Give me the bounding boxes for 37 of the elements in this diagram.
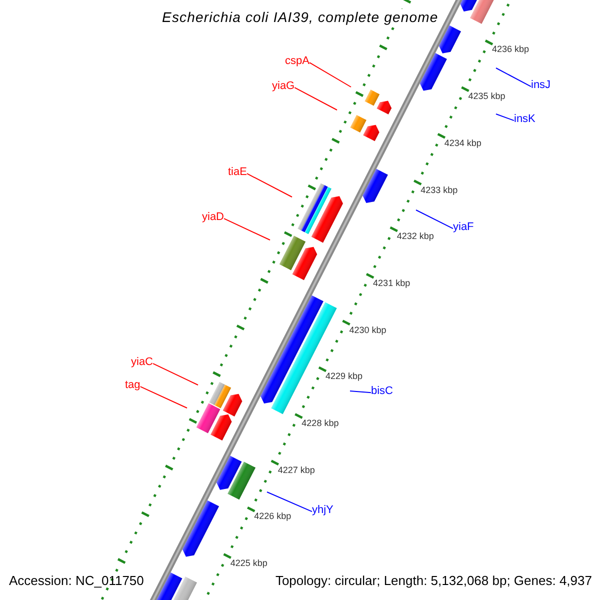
gene-label: yhjY: [312, 504, 334, 517]
leader-line: [496, 114, 514, 122]
leader-line: [496, 68, 532, 88]
tick-label: 4226 kbp: [254, 511, 292, 522]
tick-label: 4228 kbp: [302, 418, 339, 428]
tick-label: 4231 kbp: [373, 278, 410, 288]
tick-label: 4229 kbp: [325, 371, 363, 382]
tick-label: 4235 kbp: [468, 91, 506, 102]
leader-line: [152, 363, 198, 386]
gene-label: yiaF: [453, 221, 474, 234]
tick-label: 4236 kbp: [492, 44, 530, 55]
tick-label: 4230 kbp: [349, 324, 386, 335]
leader-line: [224, 218, 270, 240]
gene-label: insJ: [531, 79, 551, 92]
leader-line: [416, 210, 454, 230]
tick-label: 4233 kbp: [420, 184, 458, 195]
tick-label: 4234 kbp: [444, 138, 482, 148]
tick-label: 4225 kbp: [230, 558, 268, 568]
leader-line: [266, 492, 312, 512]
gene-label: yiaD: [202, 211, 224, 224]
leader-line: [140, 386, 188, 408]
leader-line: [246, 173, 292, 198]
leader-line: [294, 87, 338, 110]
gene-label: insK: [514, 113, 536, 126]
gene-label: yiaG: [272, 80, 295, 93]
genome-info-text: Topology: circular; Length: 5,132,068 bp; Genes: 4,937: [275, 574, 592, 589]
gene-label: yiaC: [131, 356, 154, 369]
tick-label: 4232 kbp: [396, 231, 434, 242]
accession-text: Accession: NC_011750: [9, 574, 144, 589]
leader-line: [308, 62, 352, 88]
chart-title: Escherichia coli IAI39, complete genome: [162, 9, 438, 26]
gene-label: tag: [125, 379, 140, 392]
gene-label: bisC: [371, 385, 394, 398]
leader-line: [350, 390, 372, 394]
gene-label: tiaE: [228, 166, 247, 179]
tick-label: 4227 kbp: [278, 464, 315, 475]
gene-label: cspA: [285, 55, 310, 68]
